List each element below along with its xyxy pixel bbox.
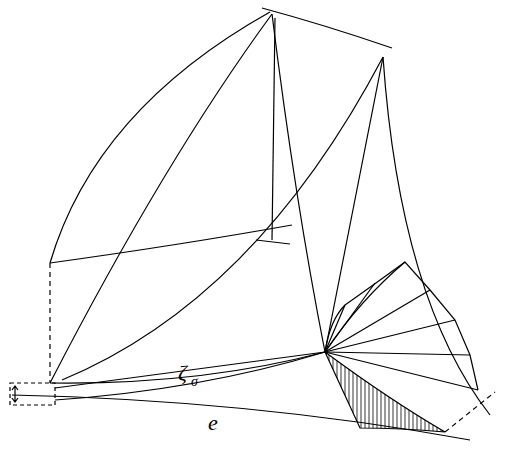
math-symbol: σ: [191, 375, 198, 389]
math-symbol: ζ: [178, 362, 187, 384]
math-symbol: e: [208, 412, 218, 434]
